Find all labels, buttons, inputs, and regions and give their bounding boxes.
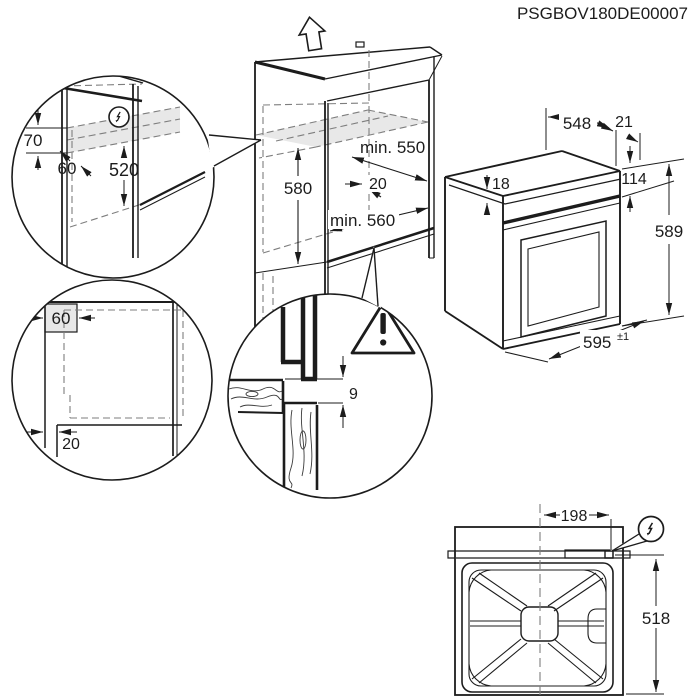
detail-circle-mounting-gap: [227, 293, 433, 499]
detail-circle-electrical-recess: [11, 75, 215, 279]
oven-3d-view: [444, 150, 622, 350]
dim-oven-width: 595: [583, 333, 611, 352]
warning-triangle-icon: [350, 301, 416, 355]
electrical-strip-shaded: [256, 110, 428, 147]
niche-view: [254, 15, 443, 330]
dim-recess-height: 70: [24, 131, 43, 150]
dim-mounting-gap: 9: [349, 386, 358, 403]
dim-niche-depth-min: min. 550: [360, 138, 425, 157]
detail-plan-clearance: [25, 280, 185, 457]
oven-door-window: [520, 220, 607, 338]
dim-oven-width-tolerance: ±1: [617, 331, 629, 343]
dim-niche-height: 580: [284, 179, 312, 198]
bottom-view-dimensions: [544, 511, 664, 695]
dim-niche-rear-gap: 20: [369, 176, 387, 193]
dim-mains-offset: 198: [561, 508, 588, 525]
detail-circle-plan-clearance: [11, 279, 213, 481]
detail-mounting-gap: [228, 294, 416, 490]
dim-oven-body-depth: 548: [563, 114, 591, 133]
mains-connection-point: [604, 550, 614, 559]
product-code: PSGBOV180DE00007: [517, 4, 688, 23]
callout-tails: [207, 133, 381, 308]
labels: PSGBOV180DE00007 580 min. 550 20 min. 56…: [24, 4, 688, 628]
bottom-view: [447, 504, 631, 699]
base-embossing: [468, 569, 607, 687]
dim-niche-width-min: min. 560: [330, 211, 395, 230]
label-backgrounds: [283, 111, 686, 627]
dim-oven-height: 589: [655, 222, 683, 241]
up-arrow-icon: [297, 15, 327, 52]
dim-rear-corner-clearance: 60: [52, 309, 71, 328]
dim-front-clearance: 20: [62, 436, 80, 453]
wood-grain: [228, 386, 313, 489]
dim-bottom-depth: 518: [642, 609, 670, 628]
dim-recess-height-above-base: 520: [109, 160, 139, 180]
dim-oven-top-clearance: 18: [492, 176, 510, 193]
control-panel-bottom-edge: [502, 194, 621, 225]
detail-electrical-recess: [26, 76, 206, 276]
mains-callout-bottom-view: [610, 515, 665, 552]
dim-oven-panel-height: 114: [621, 171, 647, 188]
dim-oven-front-protrusion: 21: [615, 114, 633, 131]
niche-dimensions: [294, 148, 429, 264]
dim-recess-depth: 60: [58, 159, 77, 178]
